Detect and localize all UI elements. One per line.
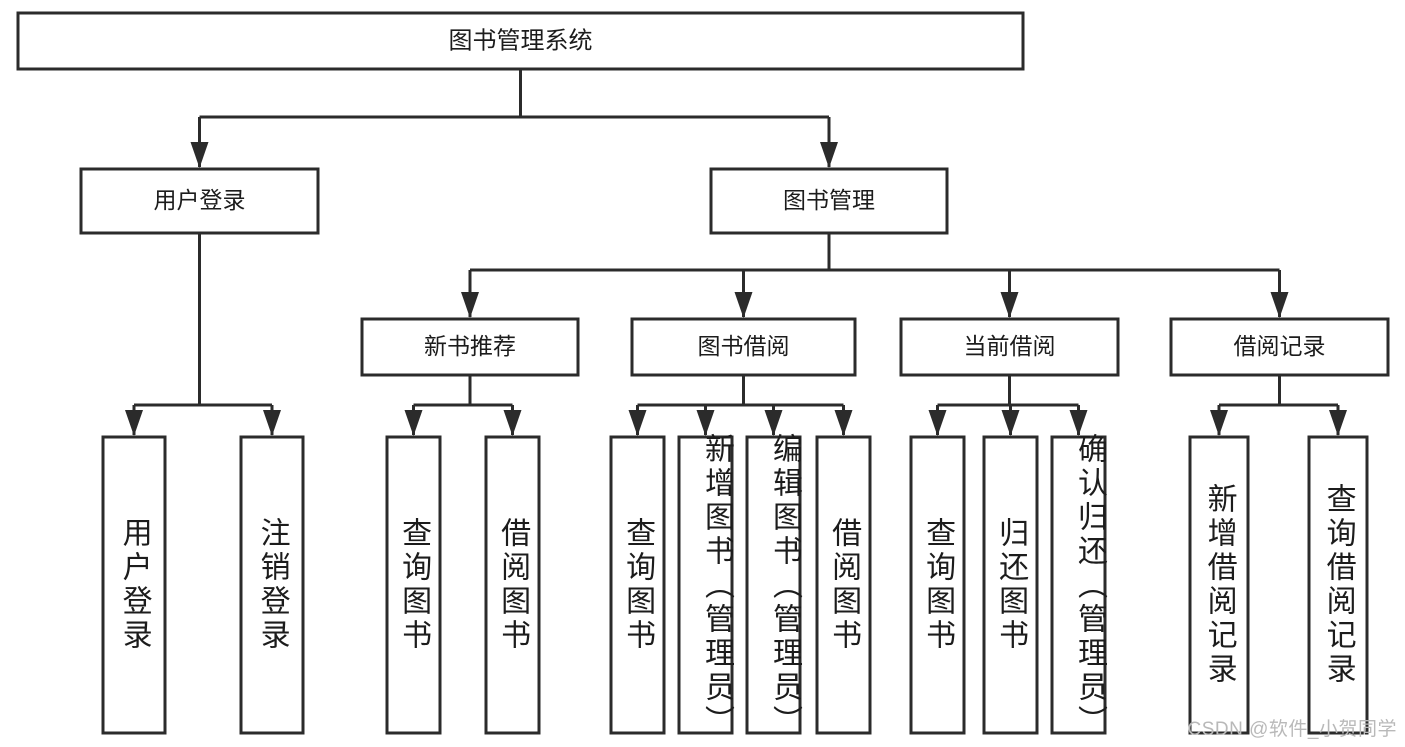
new-book-rec-arrow-1 <box>503 410 522 436</box>
node-box-leaf-add-book[interactable] <box>677 435 734 735</box>
node-box-leaf-query-book-1[interactable] <box>385 435 442 735</box>
node-box-leaf-edit-book[interactable] <box>745 435 802 735</box>
node-box-leaf-return-book[interactable] <box>982 435 1039 735</box>
root-arrow-1 <box>820 142 838 168</box>
book-borrow-arrow-2 <box>764 410 783 436</box>
node-box-leaf-confirm-return[interactable] <box>1050 435 1107 735</box>
node-box-leaf-query-book-2[interactable] <box>609 435 666 735</box>
node-box-leaf-borrow-book-1[interactable] <box>484 435 541 735</box>
new-book-rec-arrow-0 <box>404 410 423 436</box>
node-box-book-manage[interactable] <box>709 167 949 235</box>
book-borrow-arrow-0 <box>628 410 647 436</box>
book-manage-arrow-3 <box>1270 292 1289 318</box>
book-borrow-arrow-1 <box>696 410 715 436</box>
node-label-book-manage: 图书管理 <box>783 187 875 213</box>
node-label-borrow-record: 借阅记录 <box>1234 333 1326 359</box>
node-label-book-borrow: 图书借阅 <box>698 333 790 359</box>
node-box-root[interactable] <box>16 11 1025 71</box>
user-login-arrow-1 <box>263 410 281 436</box>
node-label-user-login: 用户登录 <box>154 187 246 213</box>
node-box-new-book-rec[interactable] <box>360 317 580 377</box>
node-box-leaf-query-record[interactable] <box>1307 435 1369 735</box>
node-box-user-login[interactable] <box>79 167 320 235</box>
node-box-borrow-record[interactable] <box>1169 317 1390 377</box>
root-arrow-0 <box>190 142 209 168</box>
watermark-text: CSDN @软件_小贺同学 <box>1187 719 1397 740</box>
book-borrow-arrow-3 <box>834 410 853 436</box>
node-label-root: 图书管理系统 <box>449 27 593 54</box>
book-manage-arrow-0 <box>461 292 479 318</box>
node-box-leaf-add-record[interactable] <box>1188 435 1250 735</box>
borrow-record-arrow-0 <box>1210 410 1228 436</box>
node-box-leaf-query-book-3[interactable] <box>909 435 966 735</box>
node-label-new-book-rec: 新书推荐 <box>424 333 516 359</box>
node-box-book-borrow[interactable] <box>630 317 857 377</box>
current-borrow-arrow-1 <box>1001 410 1020 436</box>
book-manage-arrow-1 <box>734 292 753 318</box>
current-borrow-arrow-0 <box>928 410 947 436</box>
current-borrow-arrow-2 <box>1069 410 1088 436</box>
borrow-record-arrow-1 <box>1329 410 1347 436</box>
node-box-leaf-user-login[interactable] <box>101 435 167 735</box>
node-box-leaf-borrow-book-2[interactable] <box>815 435 872 735</box>
node-box-current-borrow[interactable] <box>899 317 1120 377</box>
edges-layer <box>125 69 1347 436</box>
user-login-arrow-0 <box>125 410 143 436</box>
book-manage-arrow-2 <box>1000 292 1019 318</box>
node-box-leaf-logout[interactable] <box>239 435 305 735</box>
node-label-current-borrow: 当前借阅 <box>964 333 1056 359</box>
